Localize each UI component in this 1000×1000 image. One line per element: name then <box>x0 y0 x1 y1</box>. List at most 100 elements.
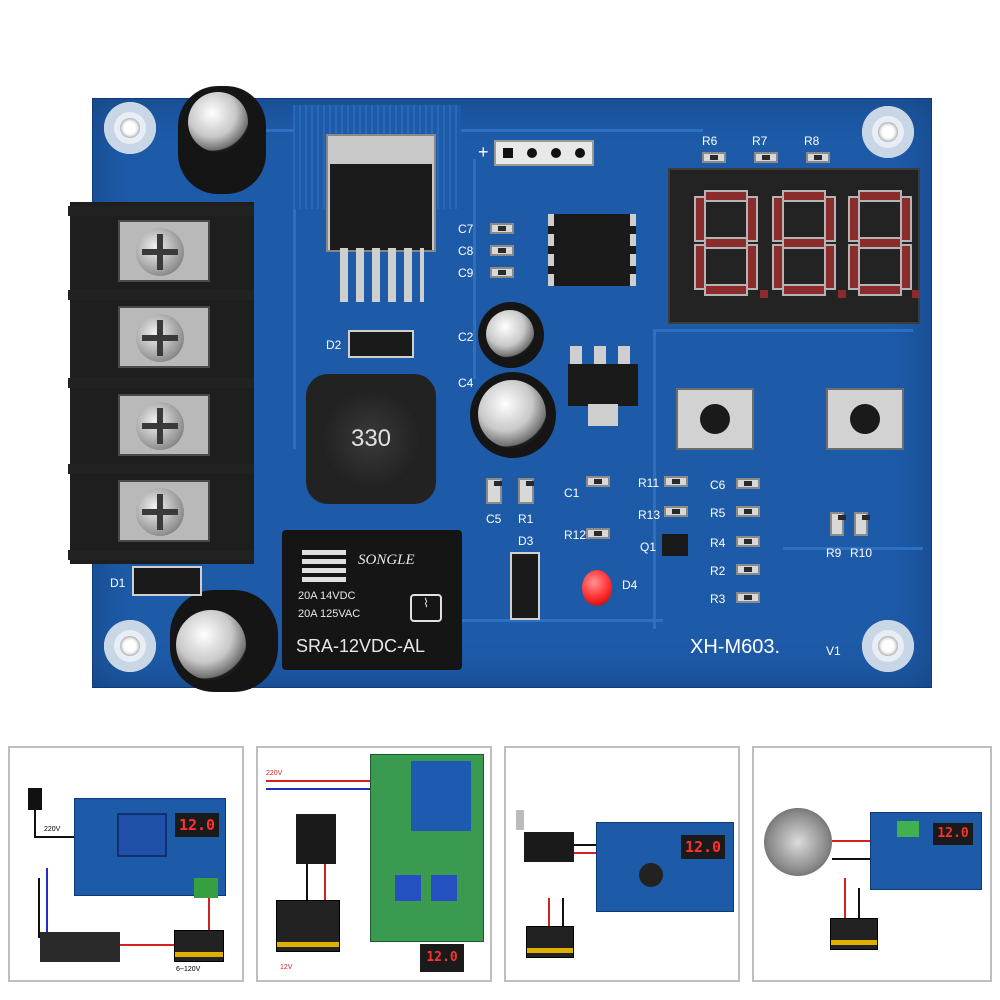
blue-relay <box>411 761 471 831</box>
mini-pcb: 12.0 <box>870 812 982 890</box>
smd-component <box>490 223 514 234</box>
battery-icon <box>526 926 574 958</box>
smd-resistor <box>754 152 778 163</box>
terminal-fin <box>68 550 254 560</box>
power-plug-icon <box>516 810 524 830</box>
smd-resistor <box>854 512 870 536</box>
electrolytic-capacitor <box>178 86 266 194</box>
label-d1: D1 <box>110 576 126 590</box>
mini-display: 12.0 <box>420 944 464 972</box>
pcb-trace <box>783 547 923 550</box>
display-digit <box>772 190 836 296</box>
regulator-tab <box>588 404 618 426</box>
green-pcb <box>370 754 484 942</box>
decimal-point <box>838 290 846 298</box>
pcb-trace <box>243 129 703 132</box>
songle-logo-icon <box>302 548 346 582</box>
terminal-fin <box>68 206 254 216</box>
regulator-pins <box>340 248 424 302</box>
smd-resistor <box>664 506 688 517</box>
board-version: V1 <box>826 644 841 658</box>
mounting-hole <box>862 106 914 158</box>
charger-adapter <box>524 832 574 862</box>
terminal-fin <box>68 464 254 474</box>
smd-resistor <box>736 564 760 575</box>
mounting-hole <box>104 102 156 154</box>
smd-resistor <box>518 478 534 504</box>
pcb-trace <box>293 189 296 449</box>
terminal-fin <box>68 378 254 388</box>
smd-resistor <box>806 152 830 163</box>
voltage-bottom-label: 6~120V <box>176 966 201 973</box>
diode-d3 <box>510 552 540 620</box>
label-r7: R7 <box>752 134 768 148</box>
relay-rating-1: 20A 14VDC <box>298 590 356 602</box>
capacitor-top <box>478 380 546 448</box>
label-r9: R9 <box>826 546 842 560</box>
terminal-screw-slot <box>118 480 210 542</box>
regulator-ic <box>330 164 432 250</box>
smd-capacitor <box>486 478 502 504</box>
pcb-trace <box>343 619 663 622</box>
electrolytic-capacitor <box>470 372 556 458</box>
label-r10: R10 <box>850 546 873 560</box>
terminal-screw-slot <box>118 394 210 456</box>
mounting-hole <box>862 620 914 672</box>
display-digit <box>848 190 912 296</box>
relay: SONGLE 20A 14VDC 20A 125VAC ⌇ SRA-12VDC-… <box>282 530 462 670</box>
charger-adapter <box>40 932 120 962</box>
label-c2: C2 <box>458 330 474 344</box>
thumbnail-wiring-4: 12.0 <box>752 746 992 982</box>
label-r2: R2 <box>710 564 726 578</box>
display-digit <box>694 190 758 296</box>
pcb-trace <box>653 329 913 332</box>
push-button-right <box>826 388 904 450</box>
mini-display: 12.0 <box>681 835 725 859</box>
screw <box>136 314 184 362</box>
decimal-point <box>912 290 920 298</box>
label-c9: C9 <box>458 266 474 280</box>
thumbnail-wiring-3: 12.0 <box>504 746 740 982</box>
label-r6: R6 <box>702 134 718 148</box>
power-inductor: 330 <box>306 374 436 504</box>
label-r11: R11 <box>638 476 660 490</box>
thumbnail-wiring-2: 220V 12V 12.0 <box>256 746 492 982</box>
transformer-adapter <box>296 814 336 864</box>
label-r12: R12 <box>564 528 587 542</box>
smd-component <box>490 245 514 256</box>
label-c7: C7 <box>458 222 474 236</box>
label-d3: D3 <box>518 534 534 548</box>
smd-resistor <box>736 506 760 517</box>
microcontroller-chip <box>548 214 636 286</box>
pcb-trace <box>653 329 656 629</box>
pcb-trace <box>473 159 476 379</box>
regulator-pins <box>570 346 638 364</box>
terminal-screw-slot <box>118 306 210 368</box>
inductor-core: 330 <box>320 388 422 490</box>
battery-icon <box>276 900 340 952</box>
terminal-fin <box>68 290 254 300</box>
label-d4: D4 <box>622 578 638 592</box>
thumbnail-wiring-1: 220V 12.0 6~120V <box>8 746 244 982</box>
mini-display: 12.0 <box>933 823 973 845</box>
status-led <box>582 570 612 606</box>
battery-icon <box>830 918 878 950</box>
mounting-hole <box>104 620 156 672</box>
pin <box>551 148 561 158</box>
inductor <box>639 863 663 887</box>
voltage-regulator <box>568 364 638 406</box>
push-button-left <box>676 388 754 450</box>
label-c8: C8 <box>458 244 474 258</box>
label-r1: R1 <box>518 512 534 526</box>
ul-mark-icon: ⌇ <box>410 594 442 622</box>
screw <box>136 402 184 450</box>
label-r3: R3 <box>710 592 726 606</box>
battery-icon <box>174 930 224 962</box>
smd-resistor <box>736 536 760 547</box>
mini-pcb: 12.0 <box>596 822 734 912</box>
voltage-bottom-label: 12V <box>280 964 293 971</box>
plus-label: + <box>478 142 489 162</box>
smd-resistor <box>702 152 726 163</box>
alternator-icon <box>764 808 832 876</box>
relay-brand: SONGLE <box>358 552 415 568</box>
